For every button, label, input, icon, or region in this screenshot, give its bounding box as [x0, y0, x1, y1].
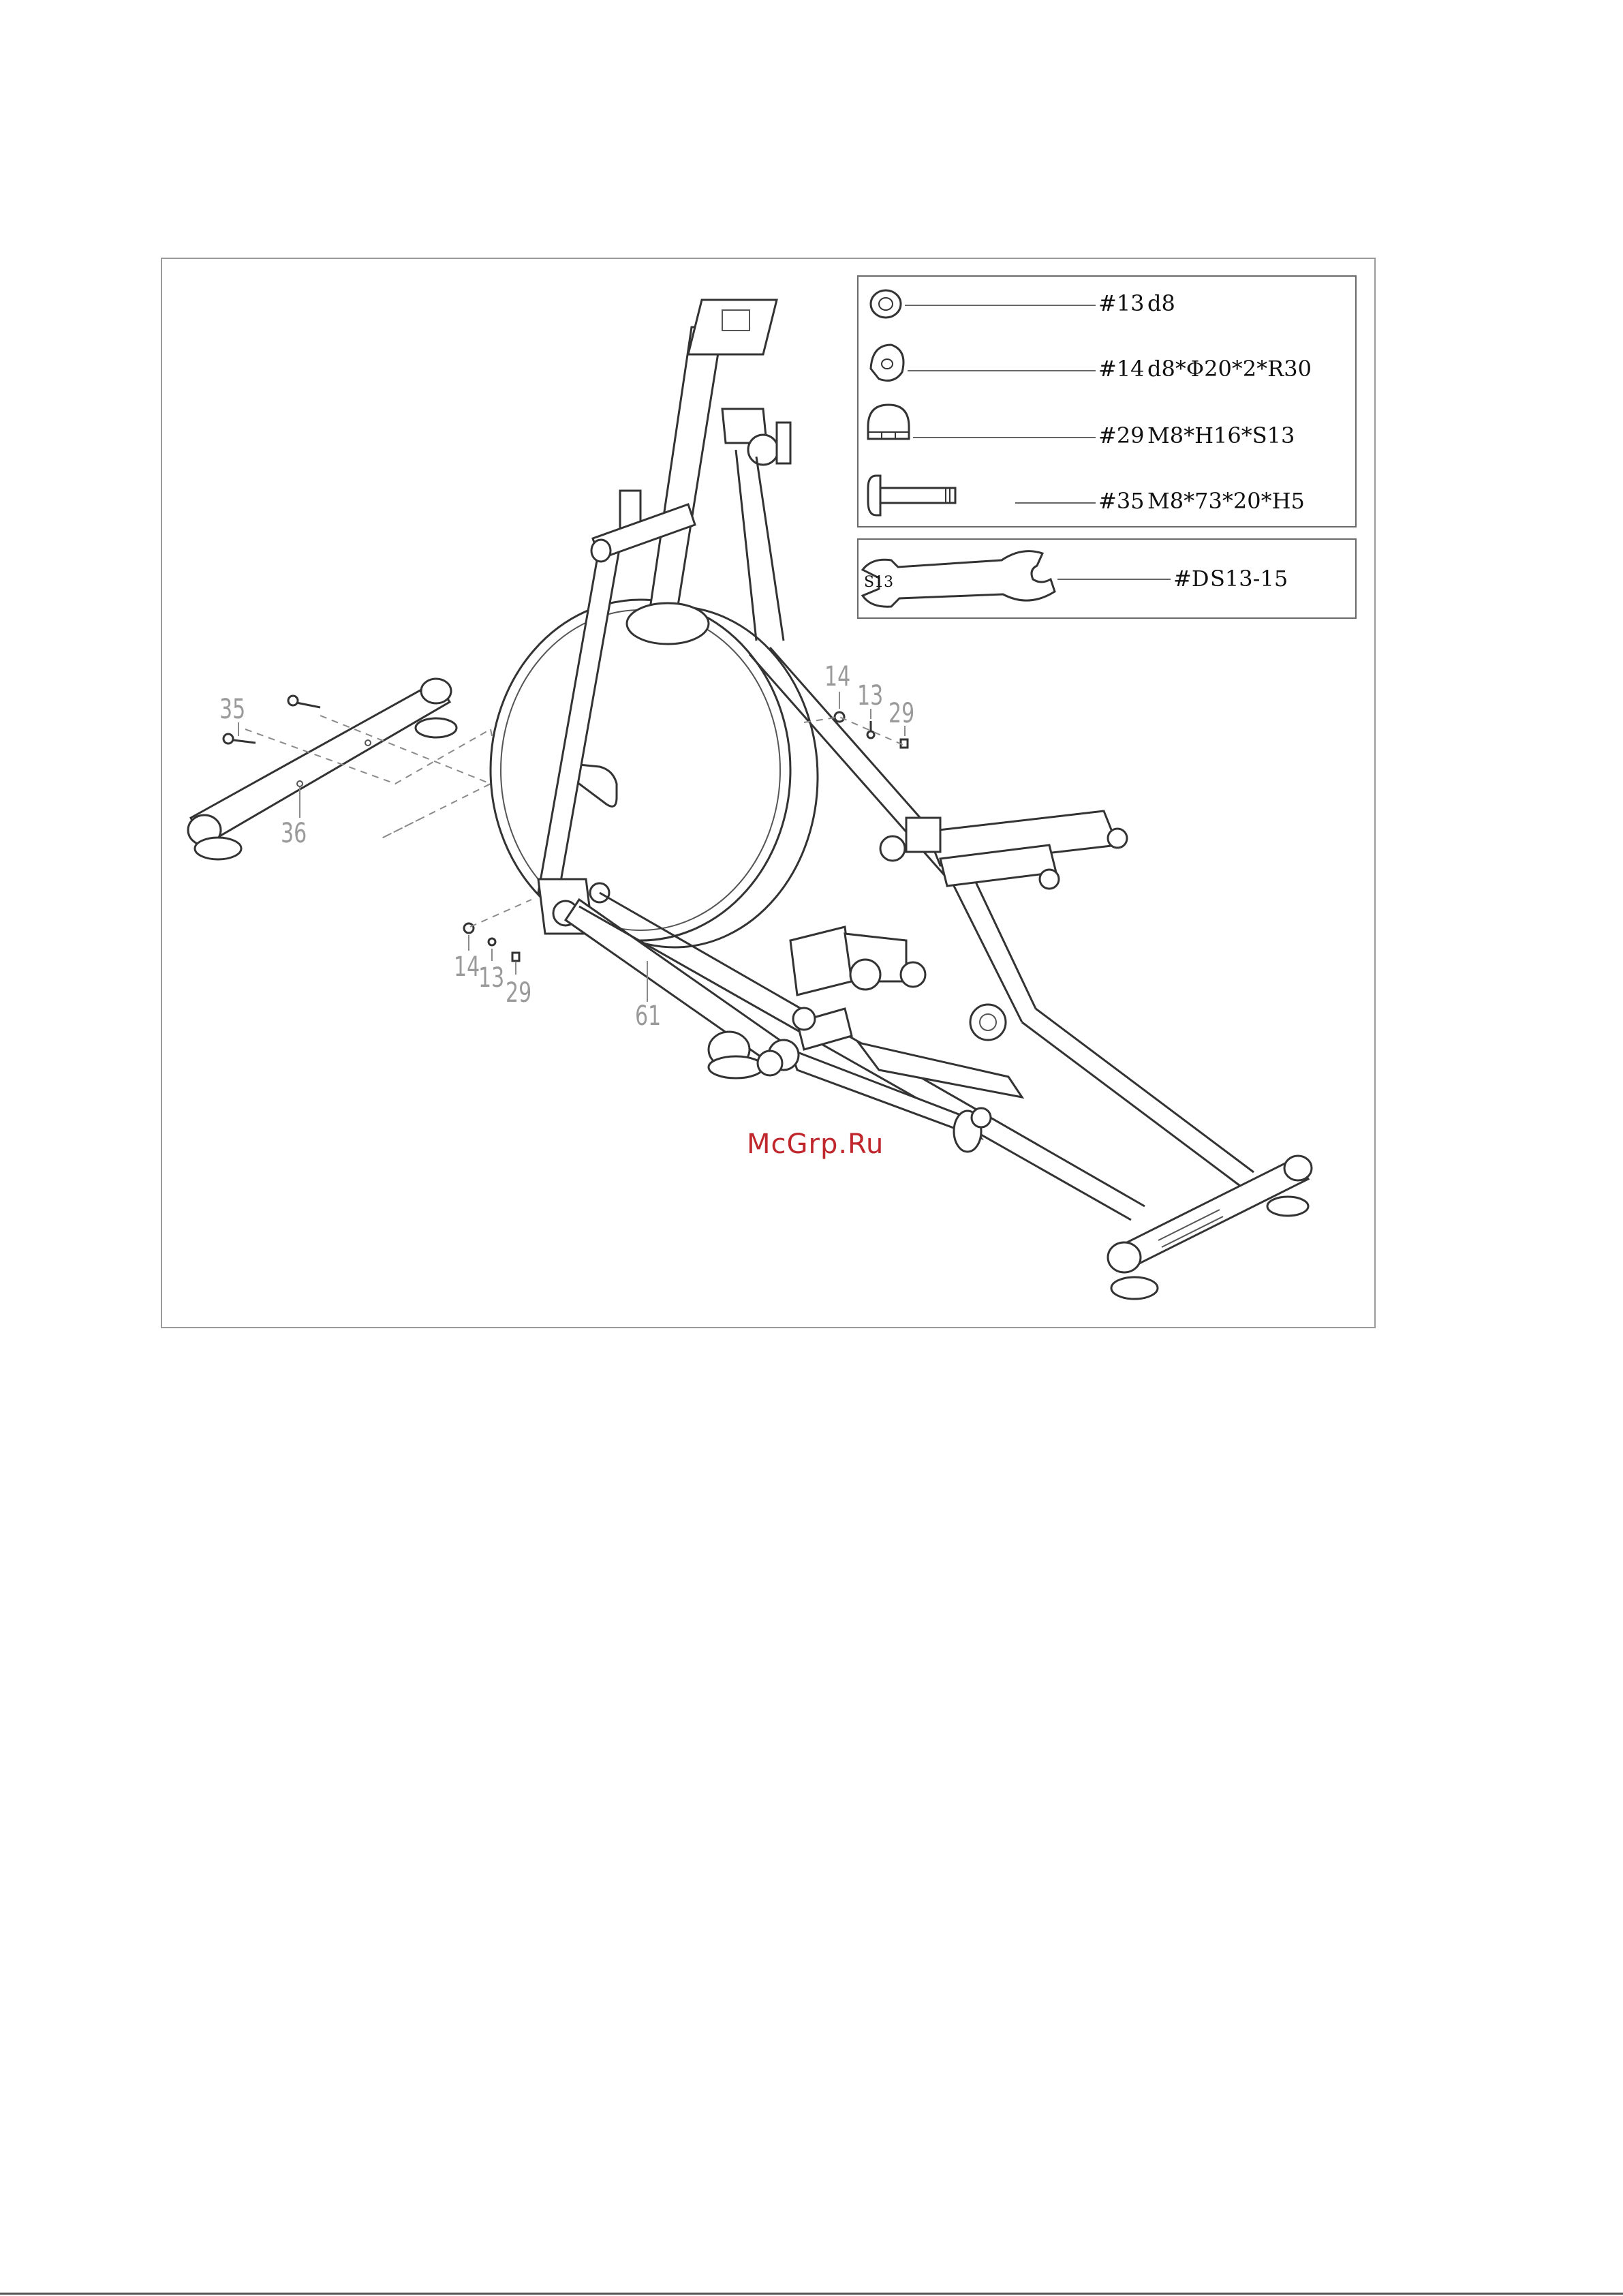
curved-washer-icon: [871, 345, 903, 380]
hardware-legend-panel: #13 d8 #14 d8*Φ20*2*R30 #29 M8*H16*S13 #…: [857, 275, 1357, 527]
hardware-14-id: #14: [1098, 356, 1145, 382]
callout-14-bottom: 14: [454, 951, 480, 983]
callout-13-top: 13: [857, 680, 883, 711]
callout-36: 36: [281, 818, 307, 849]
callout-14-top: 14: [824, 661, 850, 692]
hardware-29-id: #29: [1098, 423, 1145, 448]
hardware-35-spec: M8*73*20*H5: [1147, 488, 1305, 514]
tool-d-spec: S13-15: [1210, 566, 1288, 592]
callout-29-top: 29: [888, 698, 914, 729]
wrench-stamp: S13: [864, 574, 893, 591]
hardware-29-spec: M8*H16*S13: [1147, 423, 1295, 448]
hardware-35-id: #35: [1098, 488, 1145, 514]
callout-29-bottom: 29: [506, 977, 531, 1009]
center-crank-block: [790, 927, 925, 1050]
callout-13-bottom: 13: [478, 962, 504, 994]
hardware-13-id: #13: [1098, 290, 1145, 316]
hardware-13-spec: d8: [1147, 290, 1175, 316]
watermark-link[interactable]: McGrp.Ru: [747, 1129, 884, 1160]
bolt-icon: [868, 476, 955, 515]
rear-stabilizer: [1022, 1009, 1312, 1299]
tool-d-id: #D: [1173, 566, 1209, 592]
console-mast: [627, 300, 790, 644]
callout-61: 61: [635, 1000, 661, 1032]
page-bottom-rule: [0, 2293, 1623, 2295]
tool-legend-panel: S13 #D S13-15: [857, 538, 1357, 619]
washer-icon: [871, 290, 901, 318]
callout-35: 35: [219, 694, 245, 725]
acorn-nut-icon: [868, 405, 909, 439]
hardware-14-spec: d8*Φ20*2*R30: [1147, 356, 1312, 382]
